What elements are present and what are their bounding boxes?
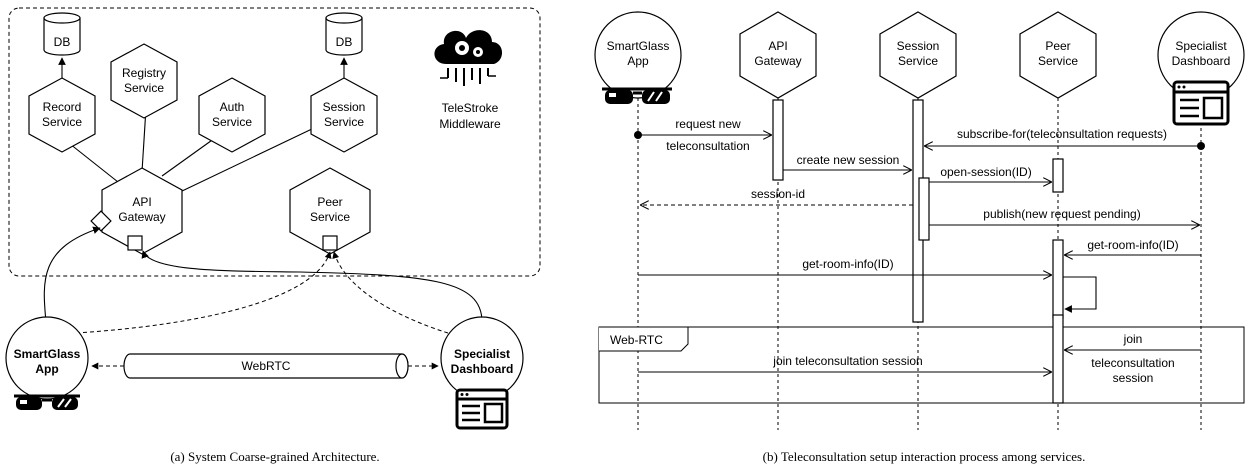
specialist-dashboard-icon [455, 388, 509, 430]
participant-peer-label-1: Peer [1045, 39, 1070, 53]
msg-self-call [1063, 276, 1097, 313]
db-left-label: DB [54, 35, 71, 49]
participant-session: Session Service [879, 11, 957, 99]
caption-left: (a) System Coarse-grained Architecture. [170, 449, 379, 464]
specialist-gateway-connector [141, 250, 483, 323]
participant-specialist: Specialist Dashboard [1157, 11, 1245, 99]
participant-session-label-1: Session [897, 39, 940, 53]
participant-api: API Gateway [739, 11, 817, 99]
webrtc-label: WebRTC [242, 359, 291, 373]
specialist-peer-connector [332, 251, 449, 334]
registry-service-label-2: Service [124, 81, 164, 95]
msg-join-specialist-label-3: session [1113, 371, 1154, 385]
webrtc-fragment-label: Web-RTC [610, 333, 663, 347]
architecture-diagram: DB DB Record Service Registry Service Au… [5, 7, 541, 464]
db-right-label: DB [336, 35, 353, 49]
msg-request-new-label-1: request new [675, 117, 741, 131]
session-service: Session Service [310, 77, 378, 153]
db-left: DB [43, 12, 81, 56]
msg-join-specialist-label-2: teleconsultation [1091, 356, 1174, 370]
record-service: Record Service [28, 77, 96, 153]
participant-specialist-label-1: Specialist [1175, 39, 1227, 53]
participant-smartglass: SmartGlass App [594, 11, 682, 99]
middleware-boundary [8, 7, 541, 277]
auth-service-label-1: Auth [220, 100, 245, 114]
specialist-dashboard-node: Specialist Dashboard [440, 316, 524, 400]
api-gateway: API Gateway [101, 167, 183, 255]
middleware-label-1: TeleStroke [442, 101, 499, 115]
webrtc-channel: WebRTC [123, 353, 409, 379]
participant-specialist-dashboard-icon [1172, 80, 1230, 126]
participant-smartglass-glasses-icon [602, 87, 672, 104]
smartglass-peer-connector [75, 251, 332, 334]
msg-publish-label: publish(new request pending) [983, 207, 1140, 221]
msg-session-id-label: session-id [751, 187, 805, 201]
participant-smartglass-label-1: SmartGlass [607, 39, 670, 53]
smartglass-app-node: SmartGlass App [5, 316, 89, 400]
msg-join-smartglass-label: join teleconsultation session [772, 354, 922, 368]
msg-open-session-label: open-session(ID) [940, 165, 1031, 179]
participant-peer: Peer Service [1019, 11, 1097, 99]
registry-service-label-1: Registry [122, 66, 166, 80]
smartglass-label-1: SmartGlass [14, 347, 81, 361]
registry-service: Registry Service [110, 43, 178, 119]
gateway-auth-port [90, 210, 112, 232]
msg-get-room-smartglass-label: get-room-info(ID) [802, 257, 893, 271]
participant-session-label-2: Service [898, 54, 938, 68]
participant-specialist-label-2: Dashboard [1172, 54, 1231, 68]
auth-gateway-connector [161, 137, 216, 177]
session-gateway-connector [179, 127, 315, 193]
webrtc-fragment: Web-RTC [598, 326, 1245, 404]
specialist-label-1: Specialist [454, 347, 510, 361]
record-gateway-connector [64, 139, 119, 183]
api-gateway-label-1: API [132, 195, 151, 209]
record-service-label-1: Record [43, 100, 82, 114]
msg-get-room-specialist-label: get-room-info(ID) [1087, 238, 1178, 252]
participant-api-label-2: Gateway [754, 54, 801, 68]
telestroke-cloud-icon [434, 30, 503, 86]
activation-api [772, 99, 784, 181]
middleware-label-2: Middleware [439, 117, 501, 131]
db-right: DB [325, 12, 363, 56]
msg-request-new-label-2: teleconsultation [666, 139, 749, 153]
smartglass-label-2: App [35, 362, 58, 376]
auth-service-label-2: Service [212, 115, 252, 129]
sequence-diagram: SmartGlass App API Gateway Session Servi… [594, 11, 1245, 464]
gateway-port [127, 235, 143, 251]
api-gateway-label-2: Gateway [118, 210, 165, 224]
participant-peer-label-2: Service [1038, 54, 1078, 68]
smartglass-glasses-icon [14, 394, 80, 410]
session-service-label-1: Session [323, 100, 366, 114]
peer-service-label-1: Peer [317, 195, 342, 209]
session-service-label-2: Service [324, 115, 364, 129]
msg-join-specialist-label-1: join [1123, 332, 1143, 346]
specialist-label-2: Dashboard [451, 362, 514, 376]
activation-peer-1 [1052, 158, 1064, 193]
activation-peer-2 [1052, 239, 1064, 319]
activation-peer-3 [1052, 314, 1064, 404]
msg-subscribe-label: subscribe-for(teleconsultation requests) [957, 127, 1167, 141]
peer-port [322, 235, 338, 251]
participant-api-label-1: API [768, 39, 787, 53]
auth-service: Auth Service [198, 77, 266, 153]
record-service-label-2: Service [42, 115, 82, 129]
registry-gateway-connector [141, 107, 147, 173]
peer-service-label-2: Service [310, 210, 350, 224]
activation-session-nested [918, 177, 930, 241]
smartglass-gateway-connector [43, 226, 101, 323]
msg-create-session-label: create new session [797, 153, 900, 167]
caption-right: (b) Teleconsultation setup interaction p… [763, 449, 1086, 464]
participant-smartglass-label-2: App [627, 54, 649, 68]
